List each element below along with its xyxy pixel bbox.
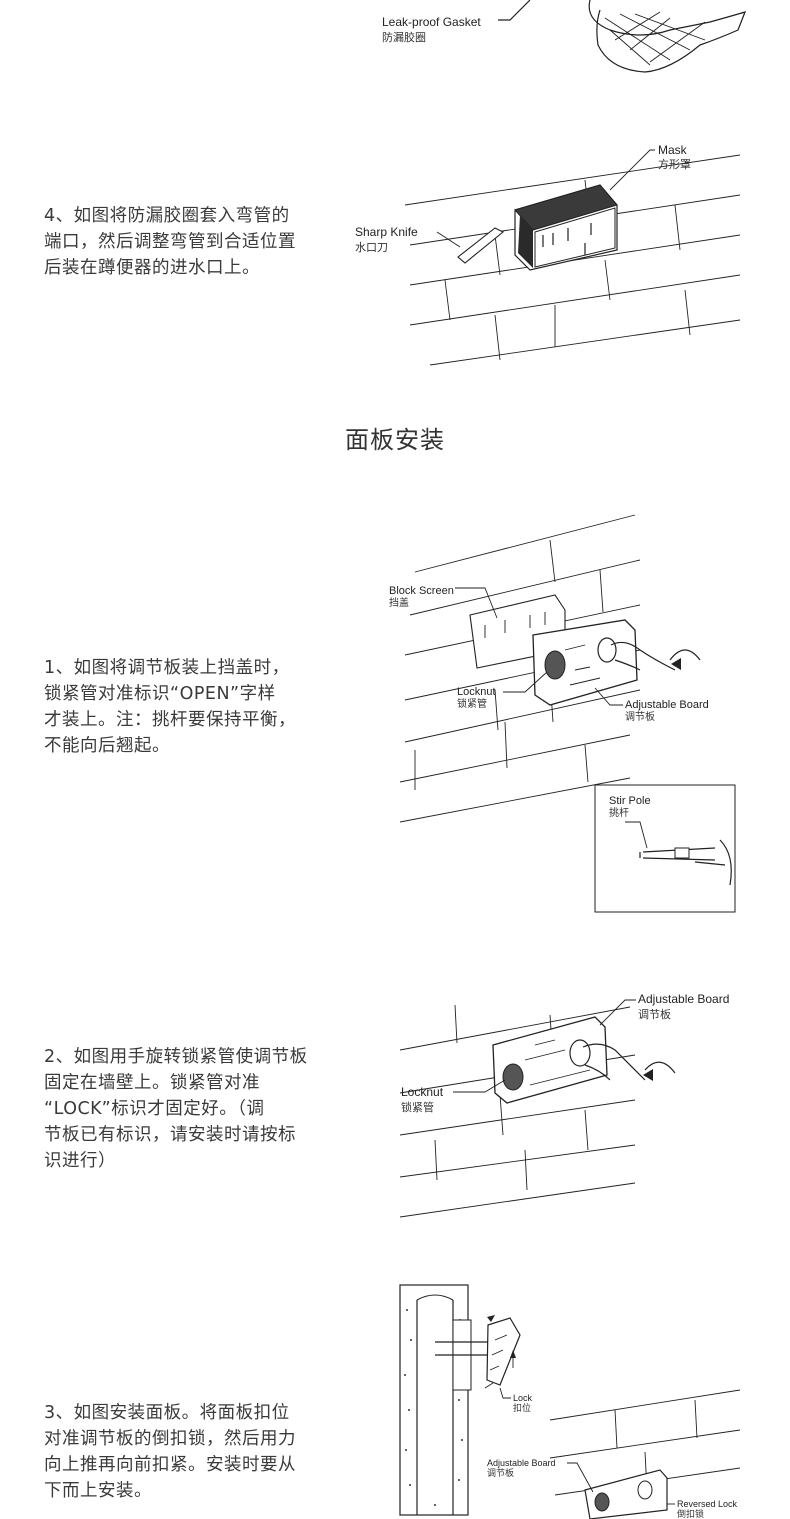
step4-instruction: 4、如图将防漏胶圈套入弯管的 端口，然后调整弯管到合适位置 后装在蹲便器的进水口…: [44, 206, 296, 278]
block-screen-label-cn: 挡盖: [389, 596, 409, 609]
adj-board-label-en: Adjustable Board: [625, 699, 709, 711]
adj-board3-label-cn: 调节板: [487, 1467, 514, 1479]
adj-board2-label-en: Adjustable Board: [638, 992, 729, 1006]
reversed-lock-label-cn: 倒扣锁: [677, 1508, 704, 1519]
locknut-label-en: Locknut: [457, 686, 496, 698]
knife-label-cn: 水口刀: [355, 241, 388, 254]
section-title: 面板安装: [345, 426, 445, 454]
reversed-lock-label-en: Reversed Lock: [677, 1499, 738, 1509]
mask-wall-illustration: Sharp Knife 水口刀 Mask 方形罩: [355, 143, 741, 366]
panel-step2-instruction: 2、如图用手旋转锁紧管使调节板 固定在墙壁上。锁紧管对准 “LOCK”标识才固定…: [44, 1047, 308, 1171]
mask-label-cn: 方形罩: [658, 157, 691, 171]
locknut-label-cn: 锁紧管: [457, 697, 487, 710]
stir-pole-label-en: Stir Pole: [609, 795, 651, 807]
gasket-illustration: Leak-proof Gasket 防漏胶圈: [382, 0, 747, 73]
adj-board3-label-en: Adjustable Board: [487, 1458, 556, 1468]
panel-step3-instruction: 3、如图安装面板。将面板扣位 对准调节板的倒扣锁，然后用力 向上推再向前扣紧。安…: [44, 1403, 296, 1501]
adj-board2-label-cn: 调节板: [638, 1007, 671, 1021]
gasket-label-cn: 防漏胶圈: [382, 30, 426, 44]
panel-install-illustration: Lock 扣位 Adjustable Board 调节板 Reversed Lo…: [399, 1284, 741, 1519]
adjustable-board-lock-illustration: Adjustable Board 调节板 Locknut 锁紧管: [399, 992, 729, 1218]
block-screen-label-en: Block Screen: [389, 585, 454, 597]
adjustable-board-open-illustration: Block Screen 挡盖 Locknut 锁紧管 Adjustable B…: [389, 514, 736, 913]
panel-step1-instruction: 1、如图将调节板装上挡盖时， 锁紧管对准标识“OPEN”字样 才装上。注：挑杆要…: [44, 658, 296, 756]
mask-label-en: Mask: [658, 143, 688, 157]
locknut2-label-cn: 锁紧管: [401, 1100, 434, 1114]
gasket-label-en: Leak-proof Gasket: [382, 15, 481, 29]
lock-label-cn: 扣位: [513, 1402, 531, 1414]
stir-pole-label-cn: 挑杆: [609, 806, 629, 819]
lock-label-en: Lock: [513, 1393, 533, 1403]
adj-board-label-cn: 调节板: [625, 710, 655, 723]
locknut2-label-en: Locknut: [401, 1085, 444, 1099]
knife-label-en: Sharp Knife: [355, 225, 418, 239]
